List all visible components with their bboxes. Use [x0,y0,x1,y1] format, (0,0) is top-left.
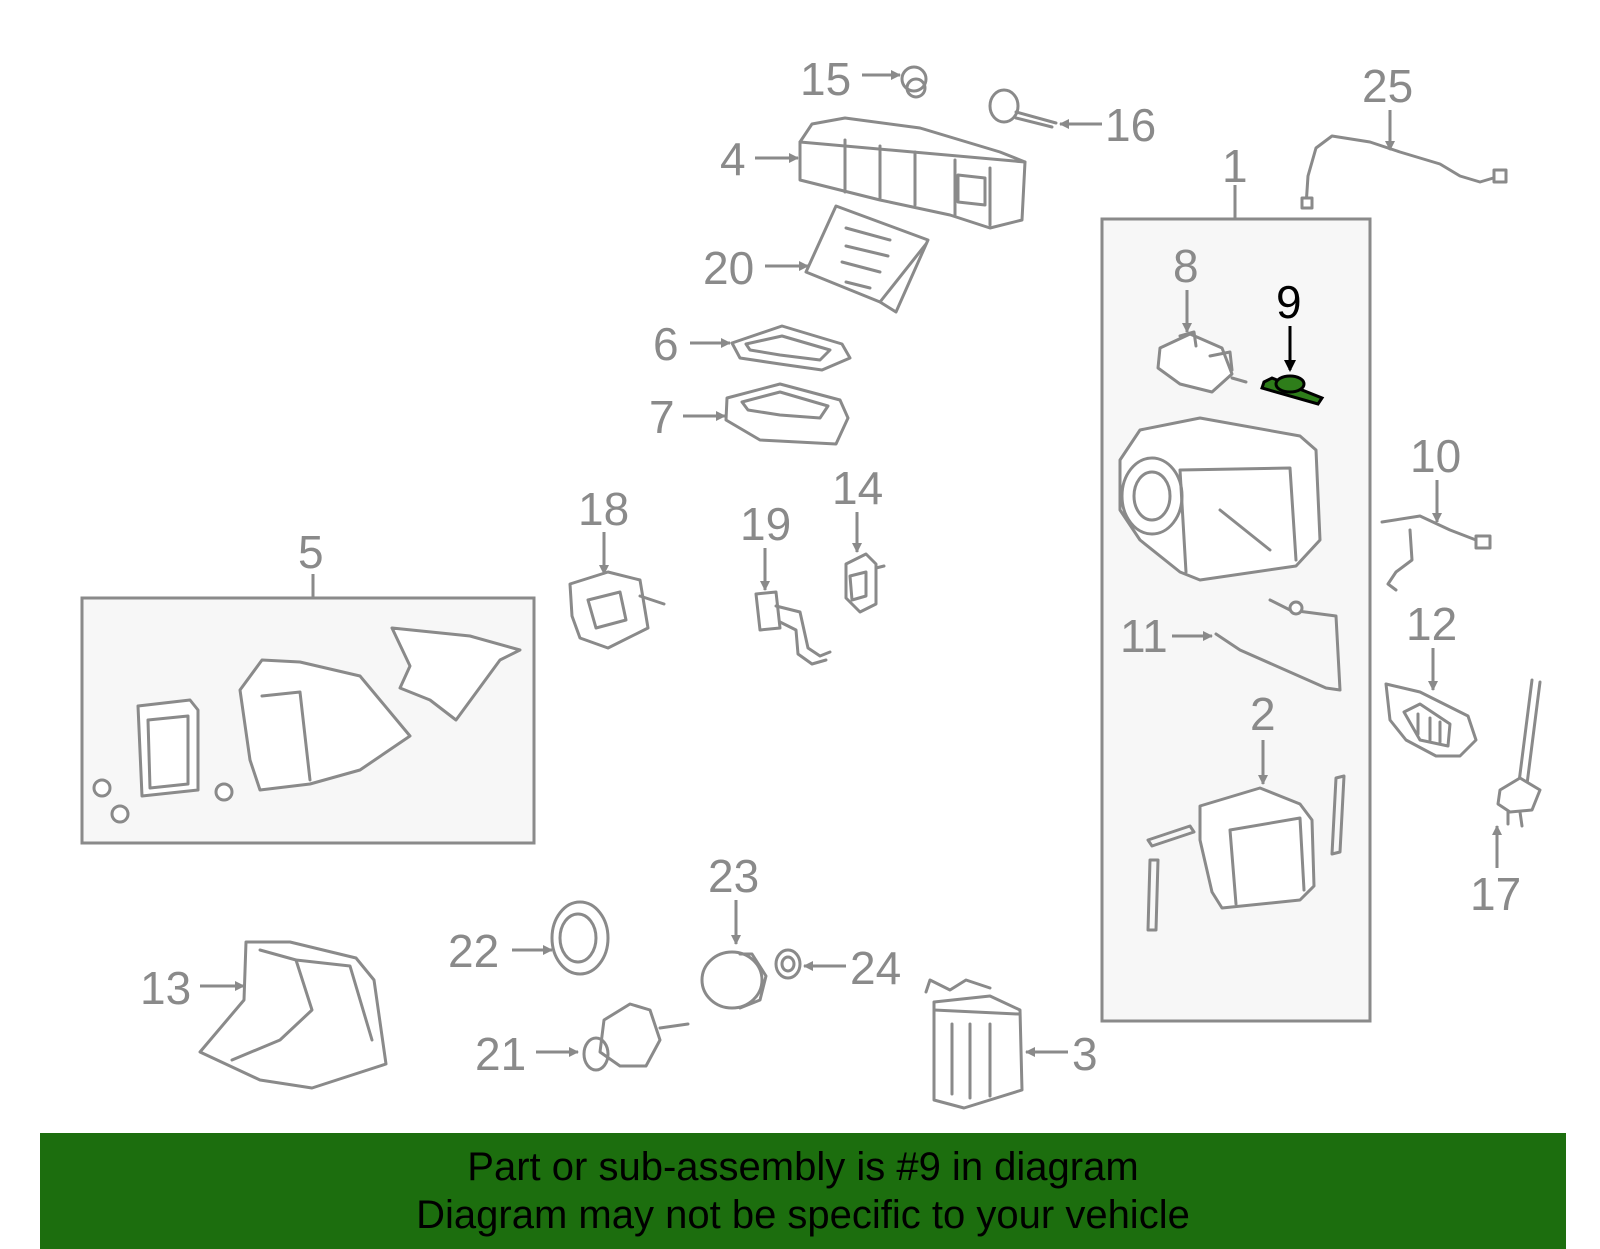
callout-1[interactable]: 1 [1222,140,1248,192]
part-24-bushing[interactable] [774,948,802,980]
info-banner: Part or sub-assembly is #9 in diagram Di… [40,1133,1566,1249]
callout-24[interactable]: 24 [850,942,901,994]
part-25-wire-harness[interactable] [1300,134,1508,210]
callout-25[interactable]: 25 [1362,60,1413,112]
callout-22[interactable]: 22 [448,925,499,977]
part-7-seal[interactable] [724,382,850,446]
part-15-grommet[interactable] [900,65,928,99]
part-2-evaporator-case[interactable] [1146,774,1346,932]
callout-20[interactable]: 20 [703,242,754,294]
part-22-gasket[interactable] [550,900,610,976]
callout-5[interactable]: 5 [298,526,324,578]
callout-9[interactable]: 9 [1276,276,1302,328]
callout-2[interactable]: 2 [1250,688,1276,740]
banner-line-2: Diagram may not be specific to your vehi… [416,1193,1190,1237]
callout-14[interactable]: 14 [832,462,883,514]
callout-19[interactable]: 19 [740,498,791,550]
part-23-blower-wheel[interactable] [700,950,768,1010]
callout-13[interactable]: 13 [140,962,191,1014]
part-3-heater-core[interactable] [924,978,1024,1110]
part-20-heater-core[interactable] [804,204,930,314]
callout-18[interactable]: 18 [578,483,629,535]
part-6-seal[interactable] [730,324,852,372]
part-19-bracket[interactable] [754,590,832,666]
part-11-sensor-wire[interactable] [1214,598,1342,692]
part-17-sensor-rod[interactable] [1496,678,1542,828]
callout-3[interactable]: 3 [1072,1028,1098,1080]
part-13-lower-duct[interactable] [198,940,388,1090]
callout-15[interactable]: 15 [800,53,851,105]
banner-line-1: Part or sub-assembly is #9 in diagram [467,1145,1139,1189]
callout-21[interactable]: 21 [475,1028,526,1080]
part-4-upper-duct[interactable] [798,116,1027,230]
callout-8[interactable]: 8 [1173,240,1199,292]
callout-17[interactable]: 17 [1470,868,1521,920]
callout-16[interactable]: 16 [1105,99,1156,151]
callout-4[interactable]: 4 [720,133,746,185]
callout-10[interactable]: 10 [1410,430,1461,482]
callout-23[interactable]: 23 [708,850,759,902]
part-8-actuator[interactable] [1156,330,1248,394]
hvac-housing[interactable] [1118,416,1322,582]
part-9-seal-highlighted[interactable] [1260,374,1325,406]
box-5-contents[interactable] [92,626,522,824]
part-10-harness[interactable] [1380,514,1492,592]
part-14-sensor[interactable] [844,552,886,614]
callout-12[interactable]: 12 [1406,598,1457,650]
part-21-blower-motor[interactable] [582,1002,690,1072]
part-16-screw[interactable] [988,88,1058,129]
part-18-control-module[interactable] [568,570,666,650]
part-12-vent-grille[interactable] [1384,682,1478,758]
callout-11[interactable]: 11 [1120,610,1168,662]
callout-7[interactable]: 7 [649,391,675,443]
callout-6[interactable]: 6 [653,318,679,370]
